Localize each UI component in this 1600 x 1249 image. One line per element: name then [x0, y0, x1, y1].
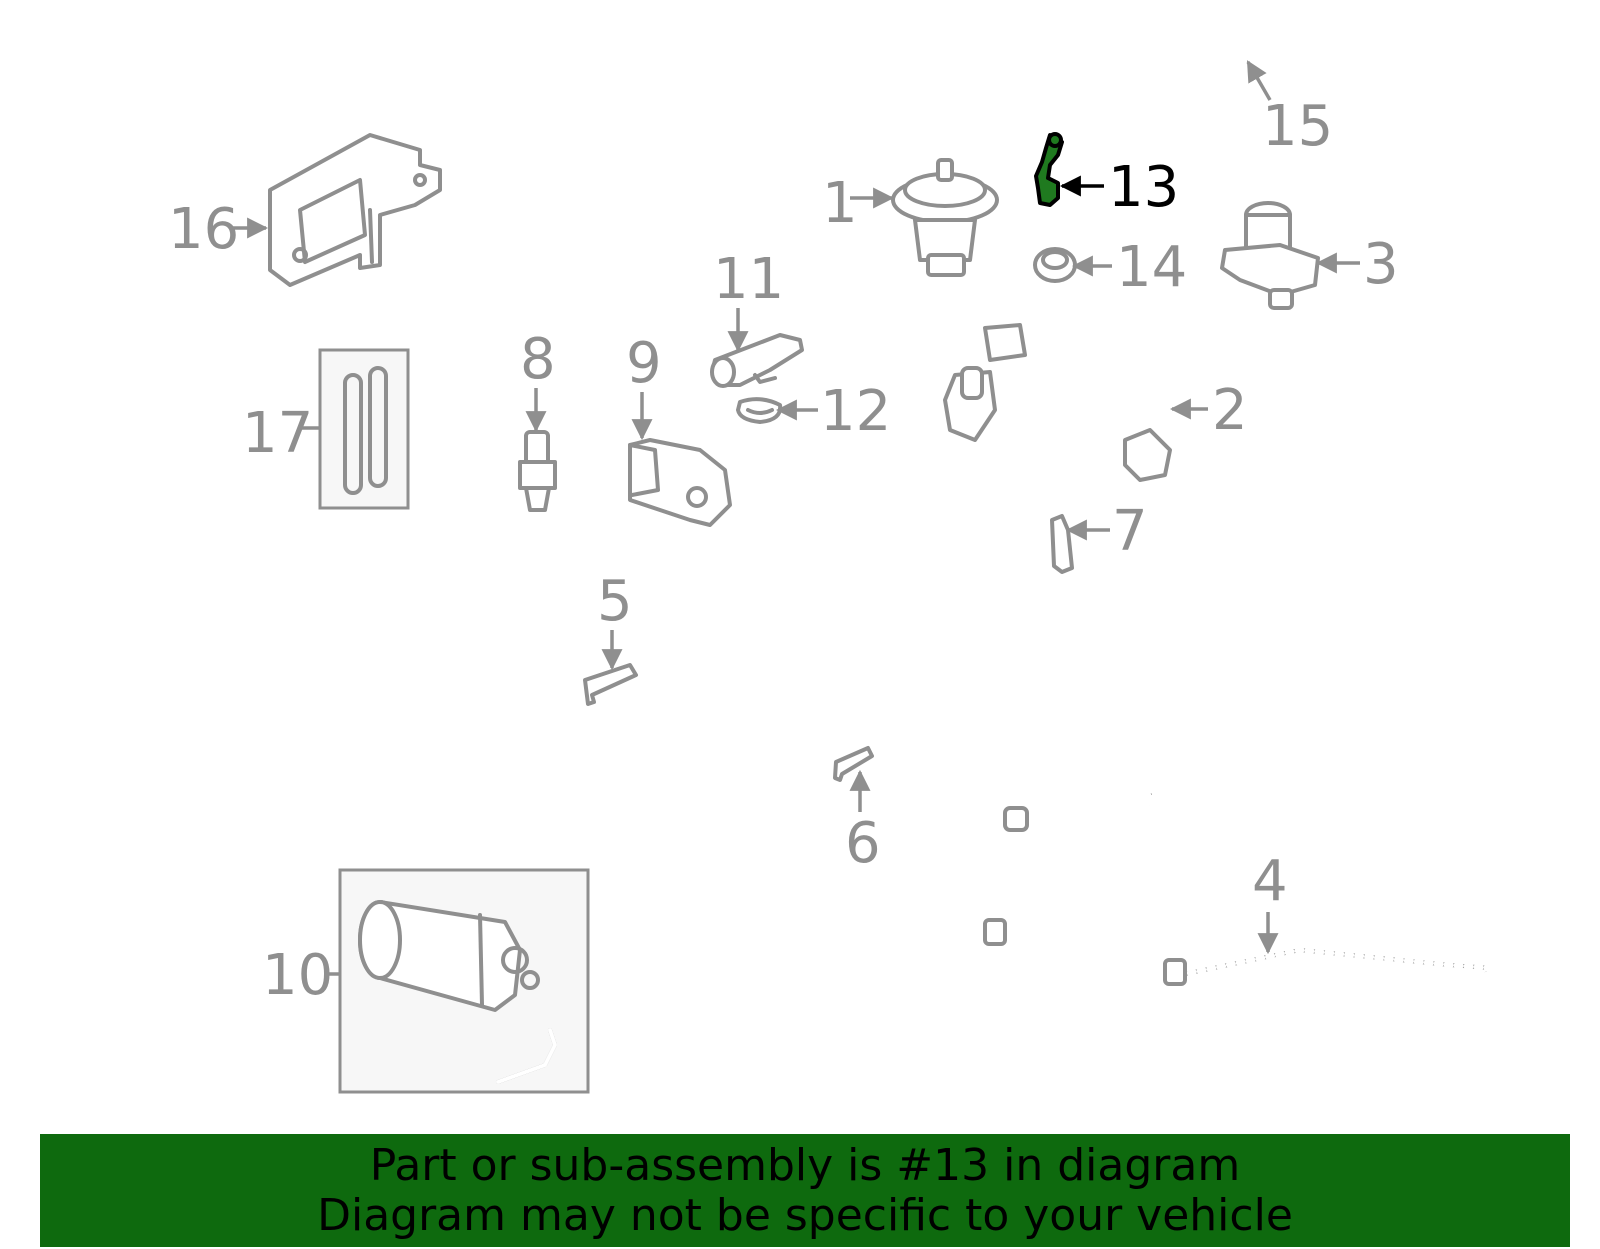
part-14[interactable] — [1033, 247, 1077, 283]
part-13[interactable] — [1034, 132, 1064, 207]
part-7[interactable] — [1050, 514, 1074, 574]
callout-6: 6 — [845, 811, 881, 876]
banner-line-1: Part or sub-assembly is #13 in diagram — [369, 1139, 1241, 1191]
callout-17: 17 — [242, 401, 313, 466]
part-1[interactable] — [891, 158, 999, 277]
part-12[interactable] — [736, 397, 783, 424]
callout-7: 7 — [1112, 499, 1148, 564]
callout-16: 16 — [168, 197, 239, 262]
part-2[interactable] — [927, 323, 1176, 482]
callout-3: 3 — [1363, 232, 1399, 297]
part-6[interactable] — [833, 746, 874, 782]
part-5[interactable] — [583, 663, 638, 706]
callout-15: 15 — [1262, 94, 1333, 159]
callout-5: 5 — [597, 569, 633, 634]
callout-10: 10 — [262, 943, 333, 1008]
part-3[interactable] — [1220, 201, 1320, 310]
part-9[interactable] — [628, 438, 732, 527]
callout-14: 14 — [1116, 235, 1187, 300]
banner-line-2: Diagram may not be specific to your vehi… — [317, 1189, 1293, 1241]
info-banner: Part or sub-assembly is #13 in diagram D… — [40, 1134, 1570, 1247]
part-15[interactable] — [1099, 44, 1248, 134]
callout-13: 13 — [1108, 155, 1179, 220]
part-4[interactable] — [958, 771, 1493, 986]
callout-4: 4 — [1252, 849, 1288, 914]
callout-1: 1 — [822, 171, 858, 236]
leader-15 — [1246, 60, 1272, 101]
callout-12: 12 — [820, 379, 891, 444]
callout-9: 9 — [626, 331, 662, 396]
part-16[interactable] — [268, 133, 442, 287]
part-8[interactable] — [518, 430, 557, 512]
part-11[interactable] — [710, 333, 804, 388]
callout-11: 11 — [713, 247, 784, 312]
part-17[interactable] — [318, 348, 410, 510]
callout-2: 2 — [1212, 378, 1248, 443]
callout-8: 8 — [520, 327, 556, 392]
part-10[interactable] — [338, 868, 590, 1094]
